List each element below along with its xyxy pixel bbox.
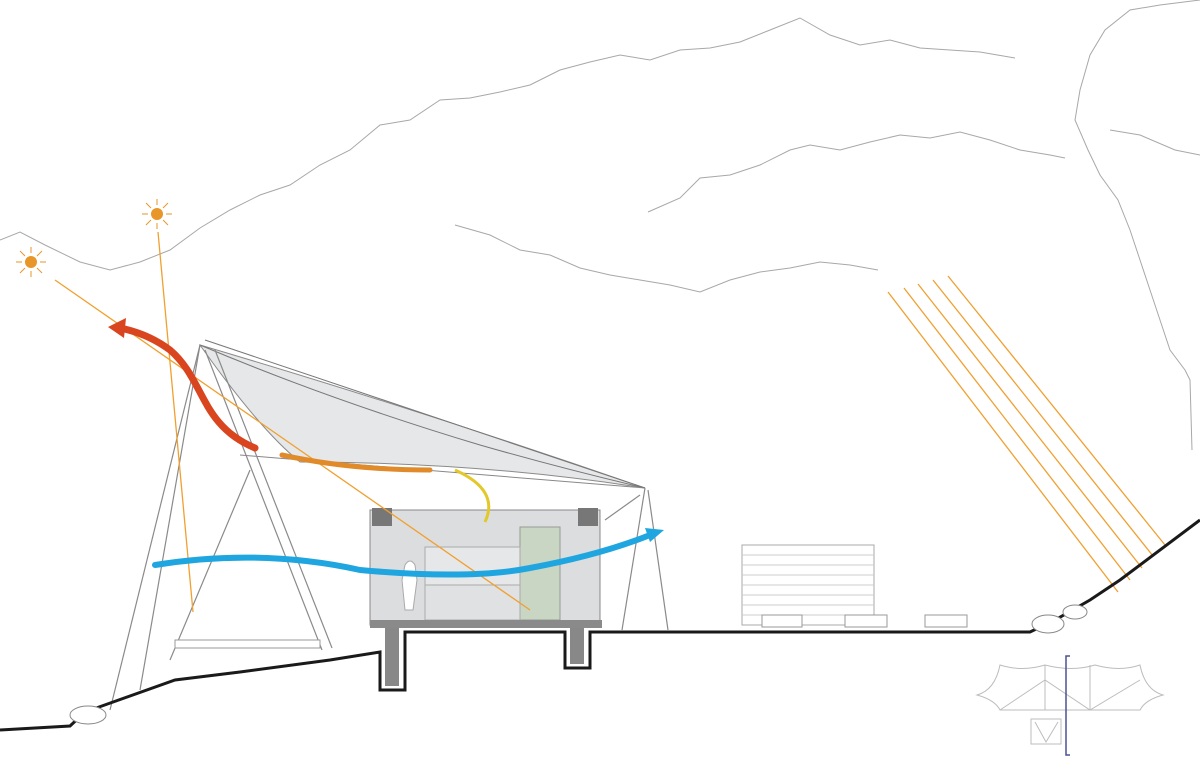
cool-air-arrow bbox=[152, 532, 653, 578]
hot-air-arrow bbox=[116, 324, 259, 452]
warm-air-arrow bbox=[279, 452, 433, 473]
masts-and-cables bbox=[109, 344, 669, 711]
cool-air-arrowhead bbox=[645, 528, 664, 542]
foundations bbox=[385, 628, 584, 686]
section-cut-line bbox=[1065, 655, 1070, 756]
tree-canopy-lower bbox=[454, 224, 879, 293]
diffuse-sun-rays bbox=[887, 275, 1166, 593]
tree-right-inner bbox=[1109, 129, 1200, 156]
sun-icon-low bbox=[16, 247, 46, 277]
key-plan bbox=[975, 664, 1165, 745]
tensile-canopy bbox=[198, 339, 646, 489]
building-module bbox=[369, 508, 602, 628]
rocks bbox=[69, 604, 1088, 725]
rising-air-arrow bbox=[454, 468, 491, 523]
tree-canopy-middle bbox=[647, 131, 1066, 213]
tree-right bbox=[1074, 0, 1200, 451]
planters bbox=[174, 614, 968, 649]
neighbouring-shed bbox=[741, 544, 875, 626]
sun-icon-high bbox=[142, 199, 172, 229]
tree-outlines bbox=[0, 0, 1200, 451]
hot-air-arrowhead bbox=[108, 318, 126, 338]
